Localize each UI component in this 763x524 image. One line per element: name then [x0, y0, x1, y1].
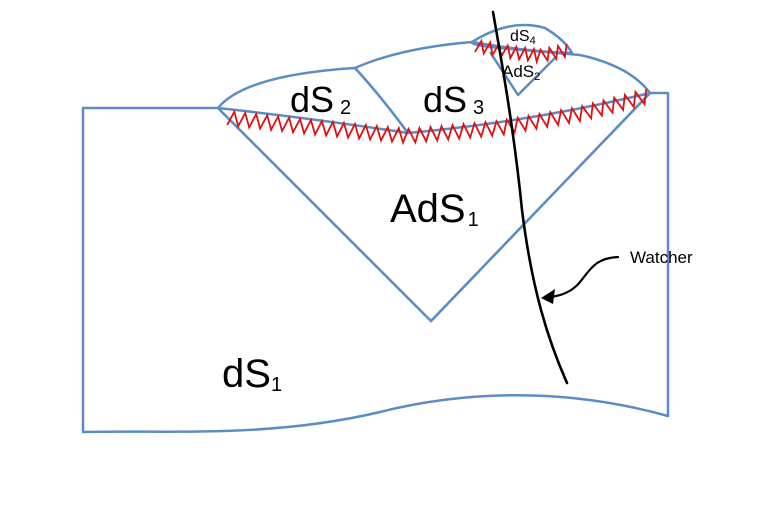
- watcher-worldline: [491, 10, 569, 385]
- ds4-label: dS4: [510, 28, 536, 47]
- ads1-triangle-outline: [217, 92, 651, 323]
- watcher-label: Watcher: [630, 248, 693, 267]
- ds1-region-outline: [81, 91, 670, 434]
- ds3-bubble-outline: [353, 40, 652, 135]
- watcher-arrow: [548, 255, 620, 299]
- ds1-label: dS1: [222, 352, 282, 396]
- watcher-arrow-head: [541, 289, 555, 304]
- small-bubble-wall-zigzag: [474, 38, 568, 65]
- main-bubble-wall-zigzag: [226, 89, 648, 146]
- ads2-label: AdS2: [502, 62, 540, 83]
- ads2-triangle-outline: [488, 51, 556, 97]
